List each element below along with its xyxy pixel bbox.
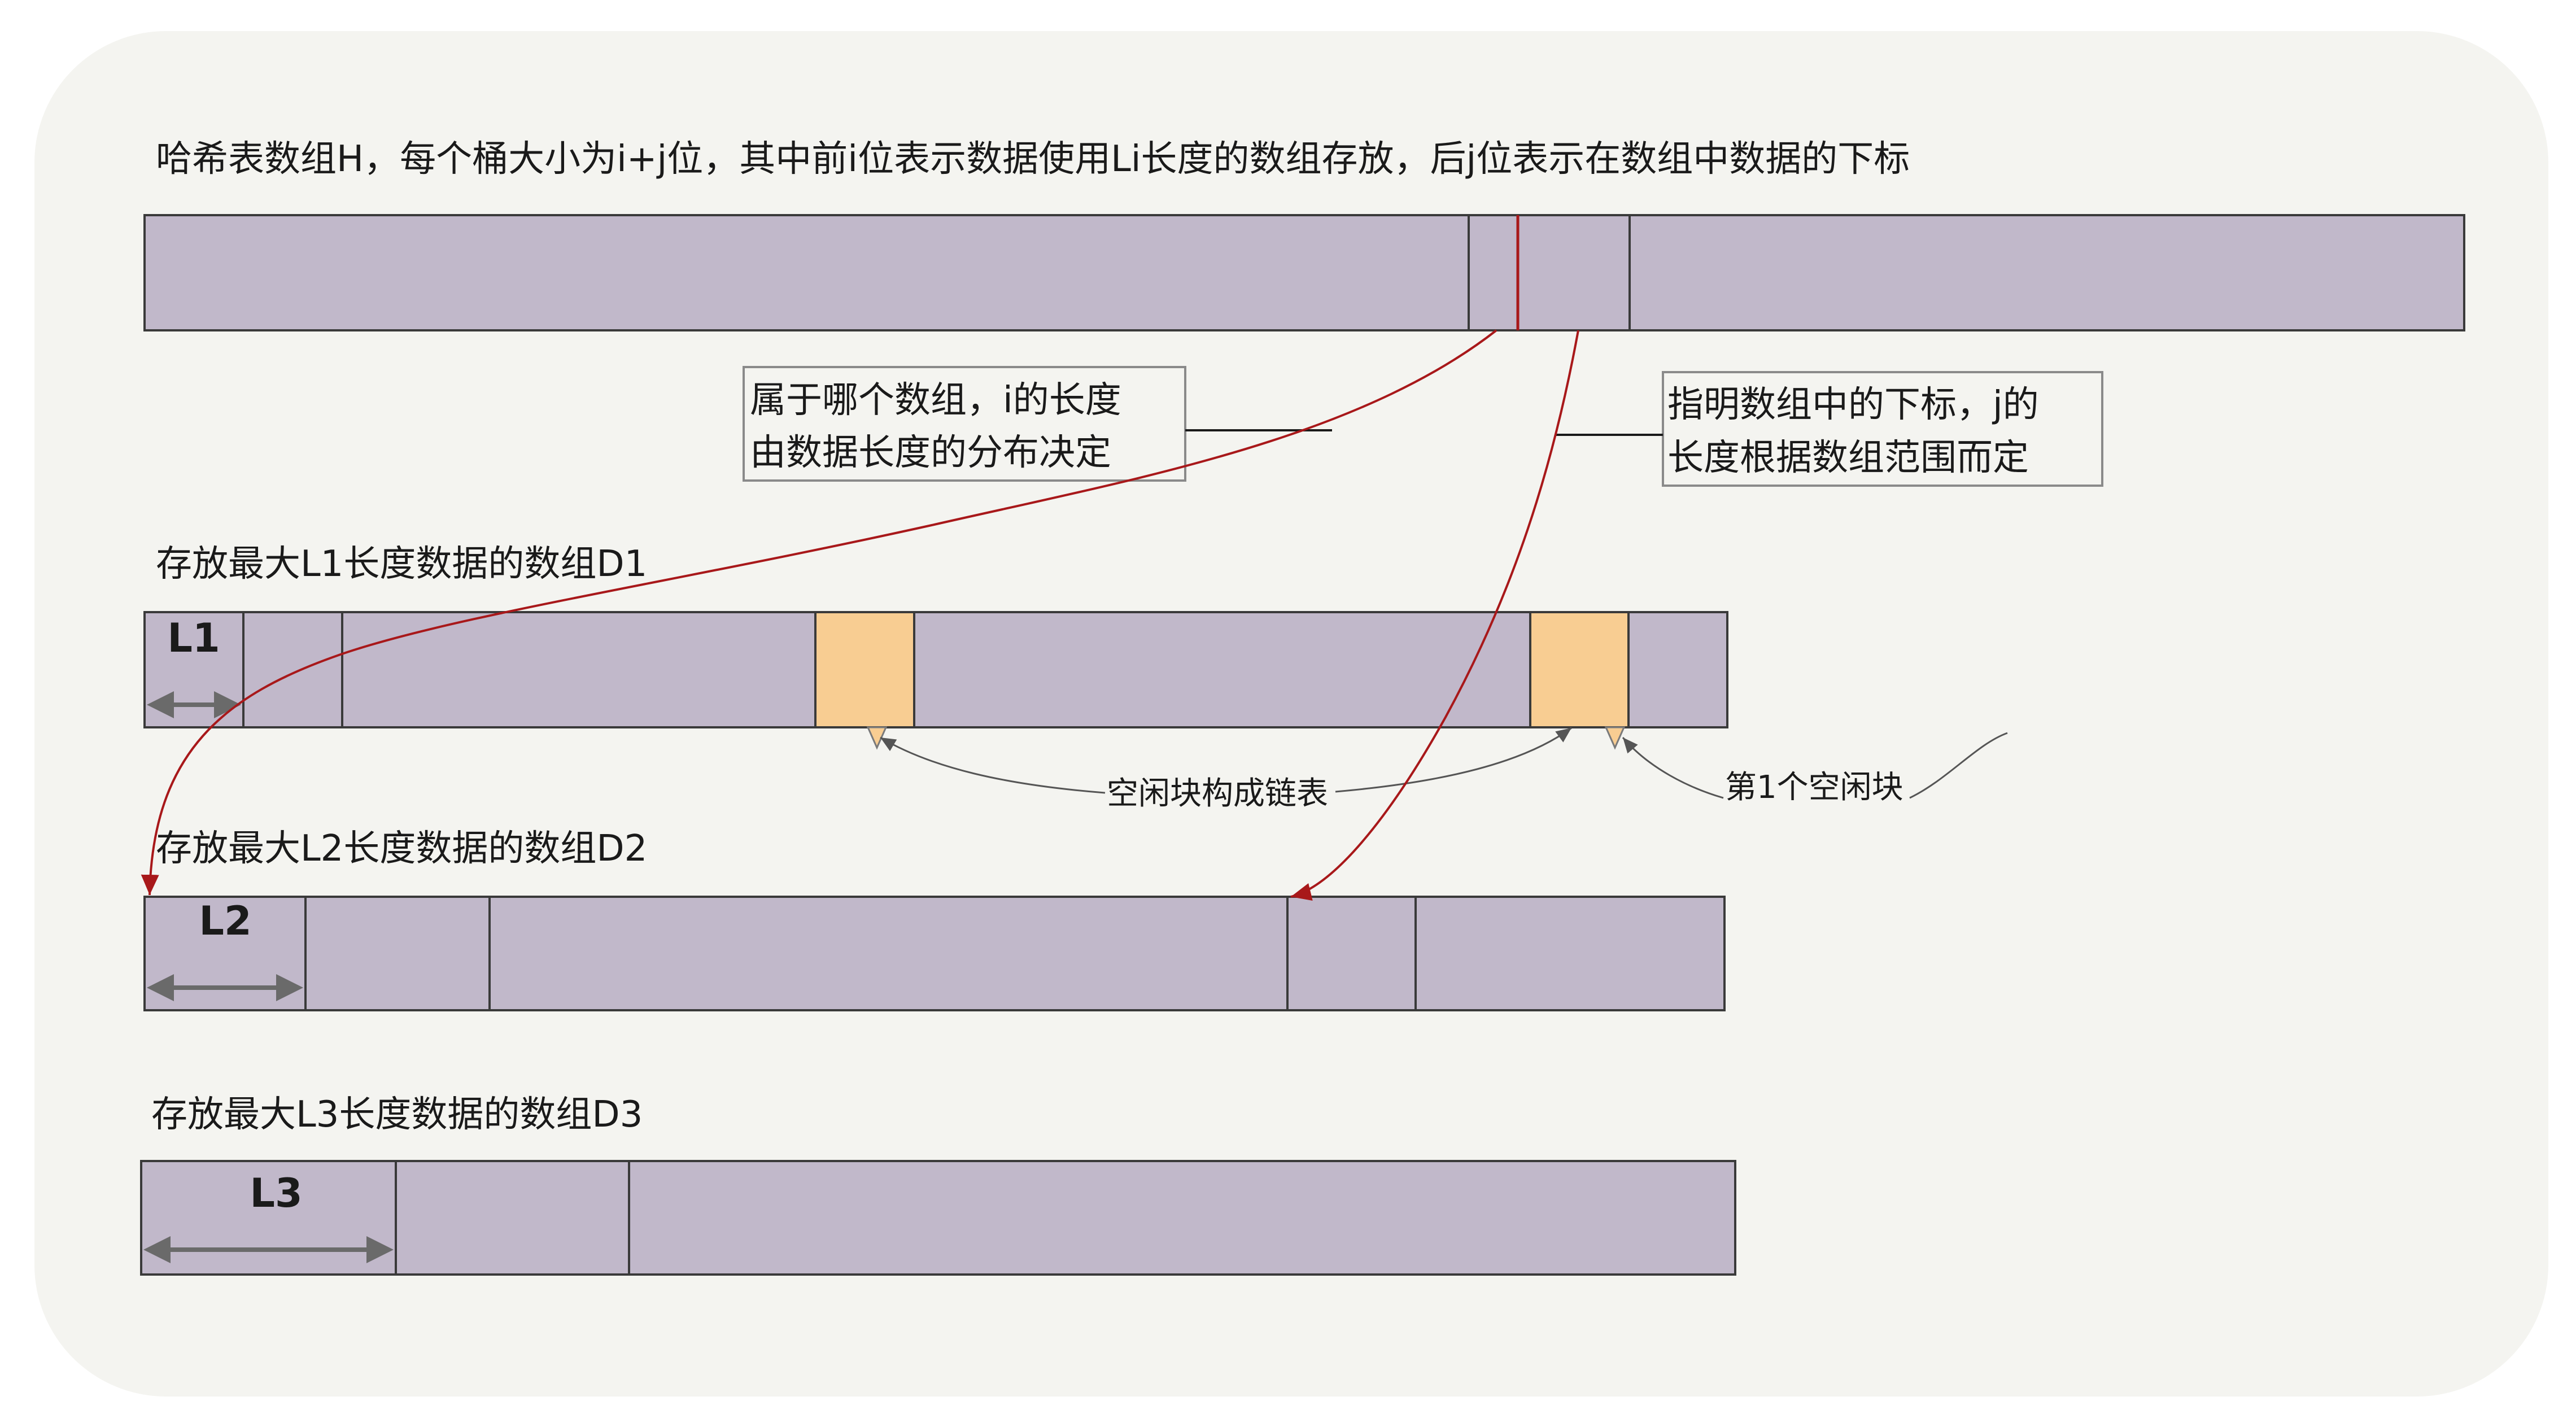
d2-cell-4 [1414,896,1726,1011]
first-free-tail [1909,732,2008,799]
hash-cell-right [1628,214,2465,331]
hash-table-array [143,214,2465,331]
d1-cell-5 [1627,611,1728,728]
hash-table-title: 哈希表数组H，每个桶大小为i+j位，其中前i位表示数据使用Li长度的数组存放，后… [156,138,1910,180]
d3-title: 存放最大L3长度数据的数组D3 [151,1094,643,1136]
note-j-line1: 指明数组中的下标，j的 [1667,384,2039,426]
i-bits-pointer-curve [141,329,1497,896]
l1-label: L1 [167,615,220,661]
note-i-line2: 由数据长度的分布决定 [750,432,1111,474]
d3-cell-2 [395,1160,630,1276]
d3-array [140,1160,1736,1276]
j-bits-pointer-curve [1290,330,1579,901]
note-i-line1: 属于哪个数组，i的长度 [750,379,1121,421]
d2-array [143,896,1726,1011]
note-j-box: 指明数组中的下标，j的 长度根据数组范围而定 [1662,371,2103,487]
free-list-arrow-right [1335,727,1572,793]
d2-cell-2 [304,896,491,1011]
hash-bucket [1468,214,1631,331]
l3-label: L3 [250,1170,302,1216]
d2-target-cell [1286,896,1417,1011]
d3-cell-3 [628,1160,1736,1276]
note-j-line2: 长度根据数组范围而定 [1667,437,2029,479]
d2-cell-3 [488,896,1289,1011]
first-free-arrow [1622,737,1724,799]
d1-cell-4 [913,611,1531,728]
d1-cell-2 [242,611,343,728]
d1-cell-3 [341,611,817,728]
l2-label: L2 [199,898,251,944]
free-block-2-pointer [1604,726,1626,750]
d2-title: 存放最大L2长度数据的数组D2 [156,828,647,870]
d1-free-block-1 [814,611,915,728]
d1-title: 存放最大L1长度数据的数组D1 [156,543,647,585]
free-list-arrow-left [880,736,1106,794]
note-i-box: 属于哪个数组，i的长度 由数据长度的分布决定 [743,366,1186,482]
free-list-label: 空闲块构成链表 [1107,775,1328,812]
hash-cell-left [143,214,1470,331]
d1-free-block-2 [1529,611,1630,728]
d1-array [143,611,1728,728]
first-free-label: 第1个空闲块 [1725,769,1903,806]
